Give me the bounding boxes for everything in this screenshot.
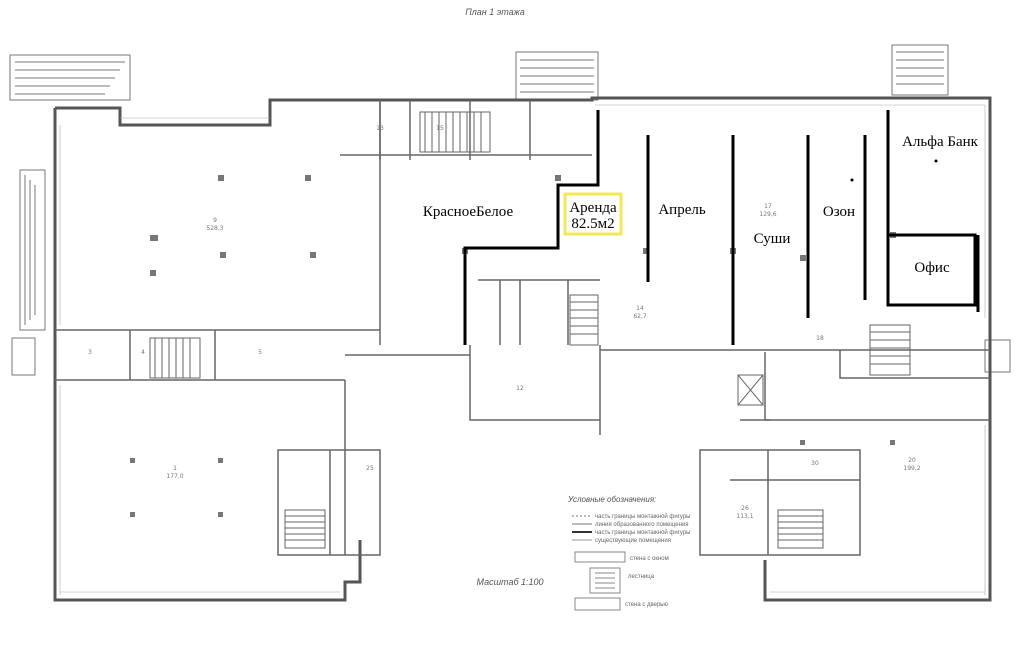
room-area-25: 113,1 bbox=[736, 513, 753, 520]
room-area-17: 129,6 bbox=[759, 211, 776, 218]
room-number-25: 26 bbox=[741, 505, 749, 512]
room-area-14: 62,7 bbox=[633, 313, 647, 320]
room-number-15: 15 bbox=[436, 125, 444, 132]
interior-walls bbox=[55, 100, 990, 556]
plan-title: План 1 этажа bbox=[465, 7, 525, 17]
legend-item-1: часть границы монтажной фигуры bbox=[595, 513, 690, 520]
legend-item-6: лестница bbox=[628, 574, 655, 580]
ramp-left bbox=[9, 54, 131, 376]
room-number-26: 30 bbox=[811, 460, 819, 467]
legend-item-2: линия образованного помещения bbox=[595, 522, 688, 528]
legend-swatch-7 bbox=[574, 597, 621, 611]
staircases bbox=[149, 111, 911, 549]
legend: Условные обозначения: часть границы монт… bbox=[567, 495, 690, 611]
legend-item-3: часть границы монтажной фигуры bbox=[595, 529, 690, 536]
room-number-3: 3 bbox=[88, 349, 92, 356]
tenant-alfa-bank: Альфа Банк bbox=[902, 134, 979, 150]
tenant-ofis: Офис bbox=[914, 260, 950, 276]
tenant-partitions bbox=[463, 110, 980, 345]
outer-walls bbox=[53, 96, 992, 602]
ozon-dot bbox=[850, 178, 854, 182]
legend-swatch-6 bbox=[589, 567, 621, 594]
tenant-ozon: Озон bbox=[823, 204, 855, 220]
room-number-18: 18 bbox=[816, 335, 824, 342]
room-number-14: 14 bbox=[636, 305, 644, 312]
room-number-13: 13 bbox=[376, 125, 384, 132]
legend-title: Условные обозначения: bbox=[567, 495, 656, 504]
partition-alfa-bank bbox=[886, 110, 977, 307]
room-number-1: 1 bbox=[173, 465, 177, 472]
alfa-bank-dot bbox=[934, 159, 938, 163]
rent-highlight-box bbox=[563, 192, 623, 236]
room-area-1: 177,0 bbox=[166, 473, 183, 480]
room-number-4: 4 bbox=[141, 349, 145, 356]
room-number-12: 12 bbox=[516, 385, 524, 392]
dimension-lines bbox=[59, 104, 986, 595]
room-number-9: 9 bbox=[213, 217, 217, 224]
legend-item-4: существующие помещения bbox=[595, 538, 671, 544]
rent-line-2: 82.5м2 bbox=[571, 216, 614, 232]
tenant-aprel: Апрель bbox=[658, 202, 706, 218]
legend-item-5: стена с окном bbox=[630, 556, 669, 562]
room-number-30: 25 bbox=[366, 465, 374, 472]
room-number-17: 17 bbox=[764, 203, 772, 210]
columns bbox=[130, 175, 896, 517]
scale-label: Масштаб 1:100 bbox=[476, 577, 543, 587]
entrance-steps-top bbox=[515, 44, 1011, 373]
room-number-20: 20 bbox=[908, 457, 916, 464]
partition-krasnoe-aprel bbox=[463, 110, 600, 345]
legend-item-7: стена с дверью bbox=[625, 602, 668, 608]
room-area-9: 528,3 bbox=[206, 225, 223, 232]
room-area-20: 199,2 bbox=[903, 465, 920, 472]
room-annotations: 9 528,3 1 177,0 17 129,6 26 113,1 14 62,… bbox=[88, 125, 921, 520]
tenant-krasnoe-beloe: КрасноеБелое bbox=[423, 204, 514, 220]
tenant-sushi: Суши bbox=[754, 231, 791, 247]
rent-line-1: Аренда bbox=[569, 200, 617, 216]
room-number-5: 5 bbox=[258, 349, 262, 356]
legend-swatch-5 bbox=[574, 551, 626, 563]
